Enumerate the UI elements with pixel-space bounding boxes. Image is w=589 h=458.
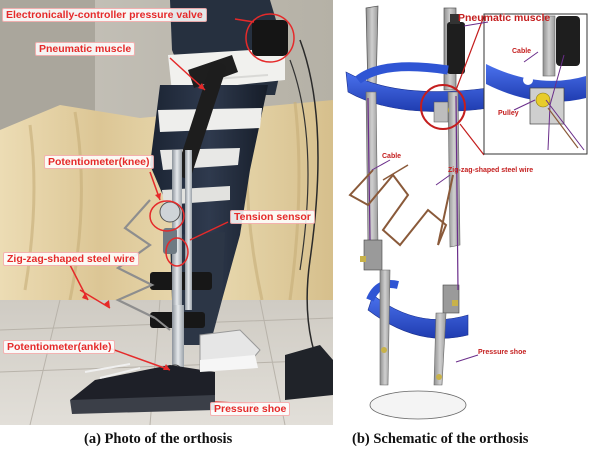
schematic-label-pulley: Pulley xyxy=(498,110,519,117)
label-tension-sensor: Tension sensor xyxy=(230,210,315,224)
schematic-label-pneumatic-muscle: Pneumatic muscle xyxy=(458,12,551,24)
label-pneumatic-muscle: Pneumatic muscle xyxy=(35,42,136,56)
label-pressure-shoe: Pressure shoe xyxy=(210,402,291,416)
schematic-label-cable: Cable xyxy=(382,153,402,160)
label-potentiometer-ankle: Potentiometer(ankle) xyxy=(3,340,116,354)
schematic-illustration xyxy=(338,0,589,425)
label-zigzag-wire: Zig-zag-shaped steel wire xyxy=(3,252,139,266)
schematic-label-pressure-shoe: Pressure shoe xyxy=(478,349,527,356)
schematic-label-zigzag-wire: Zig-zag-shaped steel wire xyxy=(448,167,534,174)
schematic-panel: Pneumatic muscle Cable Pulley Cable Zig-… xyxy=(338,0,589,425)
photo-panel: Electronically-controller pressure valve… xyxy=(0,0,333,425)
caption-schematic: (b) Schematic of the orthosis xyxy=(352,431,529,447)
label-potentiometer-knee: Potentiometer(knee) xyxy=(44,155,154,169)
label-pressure-valve: Electronically-controller pressure valve xyxy=(2,8,207,22)
caption-photo: (a) Photo of the orthosis xyxy=(84,431,233,447)
schematic-label-cable-inset: Cable xyxy=(512,48,532,55)
